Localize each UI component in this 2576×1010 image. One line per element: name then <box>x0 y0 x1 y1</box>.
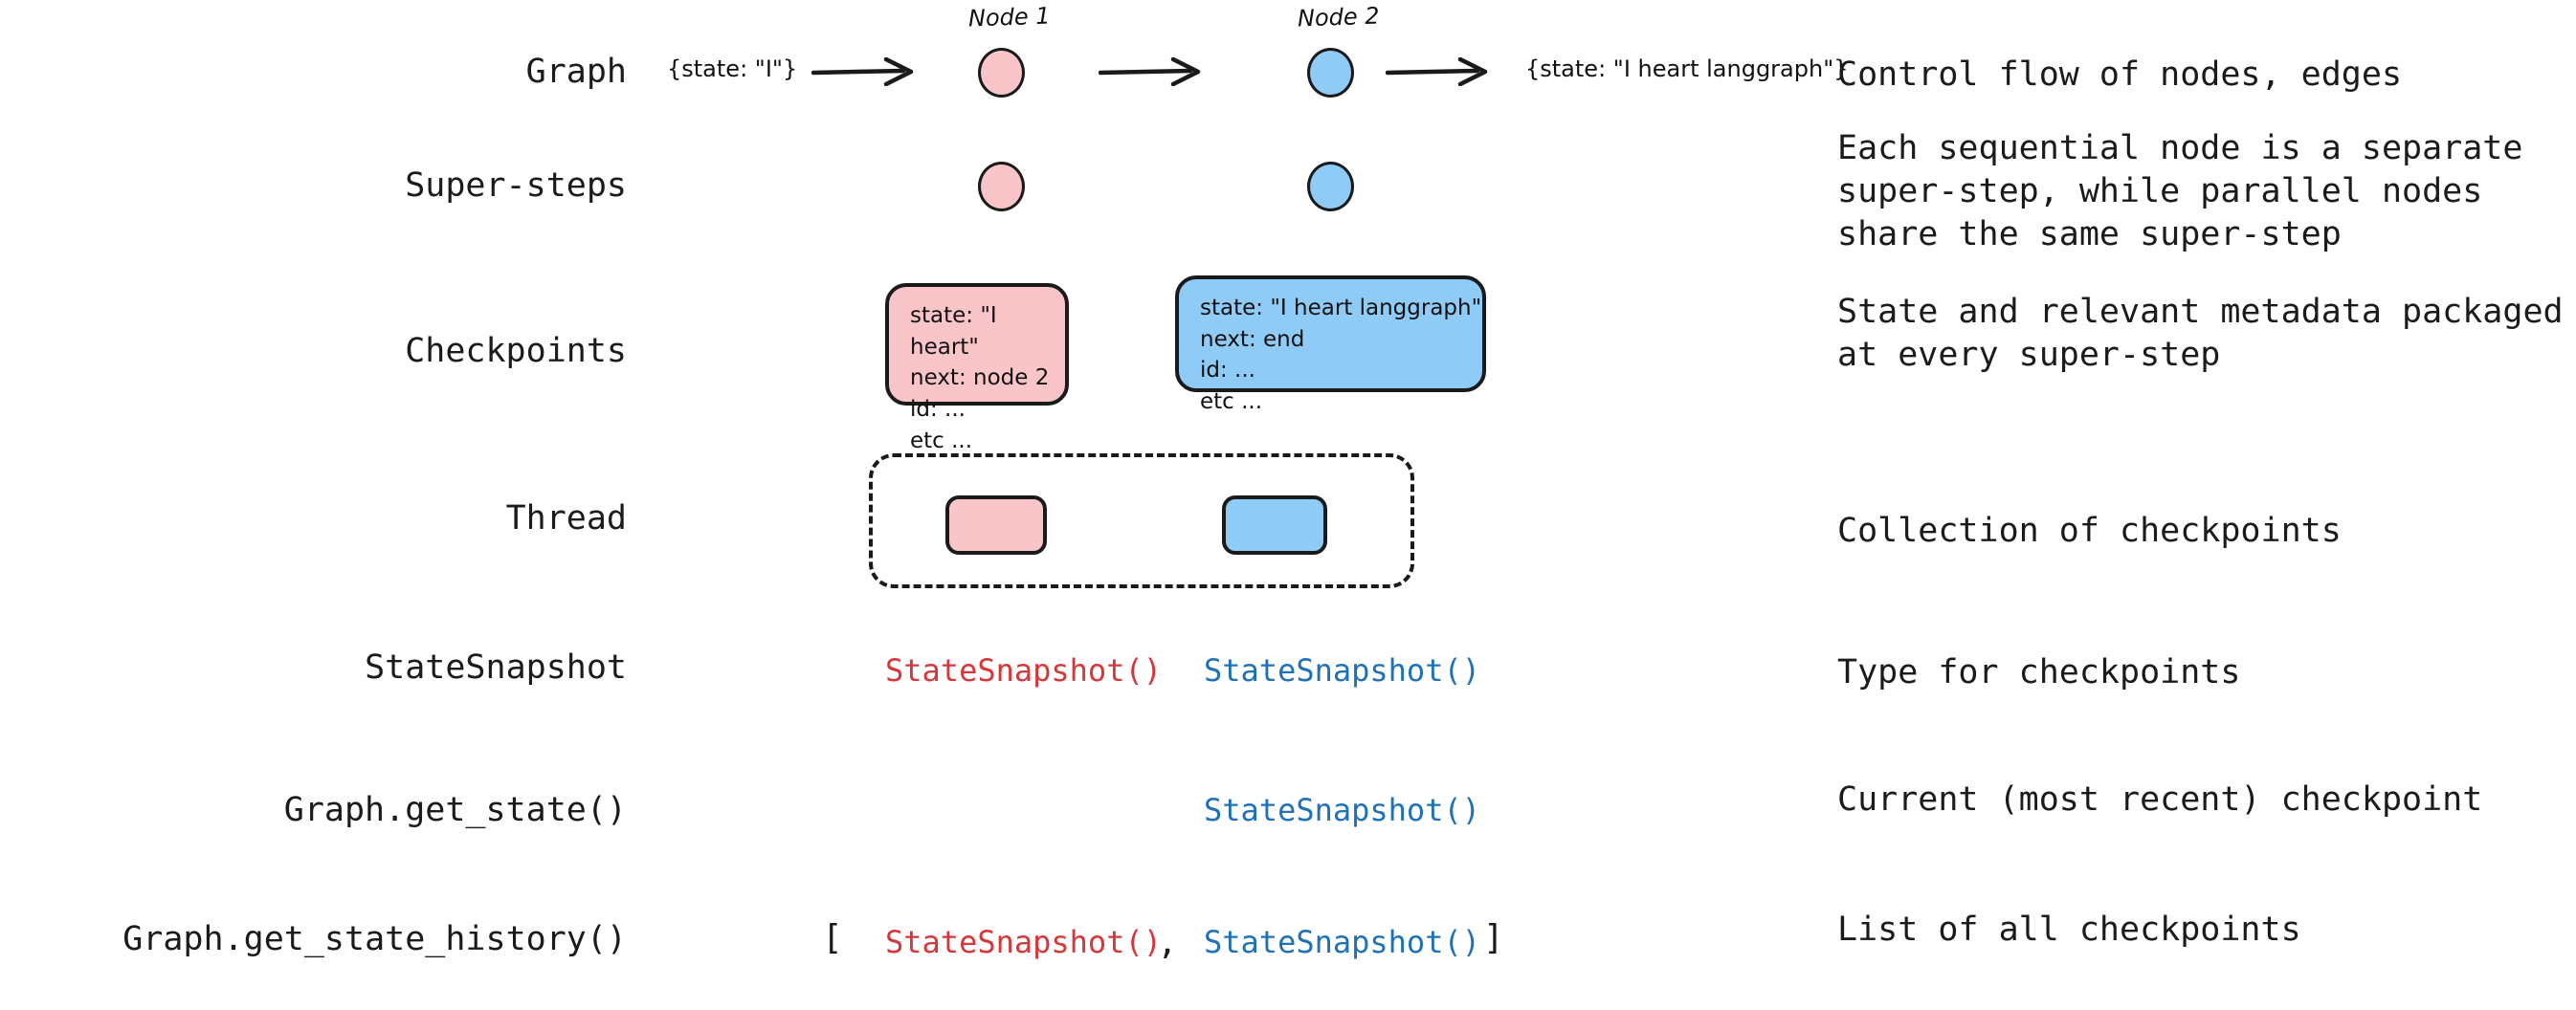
thread-checkpoint-2 <box>1222 495 1327 555</box>
node-1-title: Node 1 <box>967 2 1052 33</box>
history-snapshot-1: StateSnapshot() <box>885 924 1162 960</box>
graph-arrow-3 <box>1386 57 1488 86</box>
row-desc-get-state: Current (most recent) checkpoint <box>1837 780 2483 819</box>
row-label-get-state-history: Graph.get_state_history() <box>122 920 627 958</box>
graph-node-1-circle <box>978 48 1025 98</box>
graph-node-2-circle <box>1307 48 1354 98</box>
state-snapshot-node-2: StateSnapshot() <box>1204 652 1480 689</box>
row-desc-checkpoints: State and relevant metadata packaged at … <box>1837 293 2564 374</box>
graph-arrow-2 <box>1099 57 1201 86</box>
history-separator: , <box>1157 923 1178 962</box>
thread-checkpoint-1 <box>945 495 1047 555</box>
row-label-get-state: Graph.get_state() <box>283 791 627 829</box>
row-desc-get-state-history: List of all checkpoints <box>1837 911 2301 949</box>
checkpoint-box-node-1: state: "I heart" next: node 2 id: ... et… <box>885 283 1069 453</box>
row-desc-super-steps: Each sequential node is a separate super… <box>1837 129 2523 253</box>
row-label-super-steps: Super-steps <box>405 166 627 205</box>
graph-output-state-label: {state: "I heart langgraph"} <box>1525 55 1849 82</box>
row-desc-state-snapshot: Type for checkpoints <box>1837 653 2241 692</box>
graph-input-state-label: {state: "I"} <box>667 55 798 82</box>
row-desc-thread: Collection of checkpoints <box>1837 512 2342 550</box>
super-step-node-2-circle <box>1307 162 1354 211</box>
history-open-bracket: [ <box>822 918 843 957</box>
graph-arrow-1 <box>811 57 914 86</box>
get-state-current-snapshot: StateSnapshot() <box>1204 792 1480 828</box>
row-label-checkpoints: Checkpoints <box>405 332 627 370</box>
state-snapshot-node-1: StateSnapshot() <box>885 652 1162 689</box>
row-desc-graph: Control flow of nodes, edges <box>1837 55 2403 94</box>
node-2-title: Node 2 <box>1297 2 1381 33</box>
thread-dashed-container <box>869 453 1414 588</box>
history-snapshot-2: StateSnapshot() <box>1204 924 1480 960</box>
row-label-graph: Graph <box>525 53 627 91</box>
row-label-thread: Thread <box>505 499 627 538</box>
checkpoint-box-node-2: state: "I heart langgraph" next: end id:… <box>1175 275 1486 414</box>
history-close-bracket: ] <box>1483 918 1504 957</box>
row-label-state-snapshot: StateSnapshot <box>365 648 627 687</box>
super-step-node-1-circle <box>978 162 1025 211</box>
